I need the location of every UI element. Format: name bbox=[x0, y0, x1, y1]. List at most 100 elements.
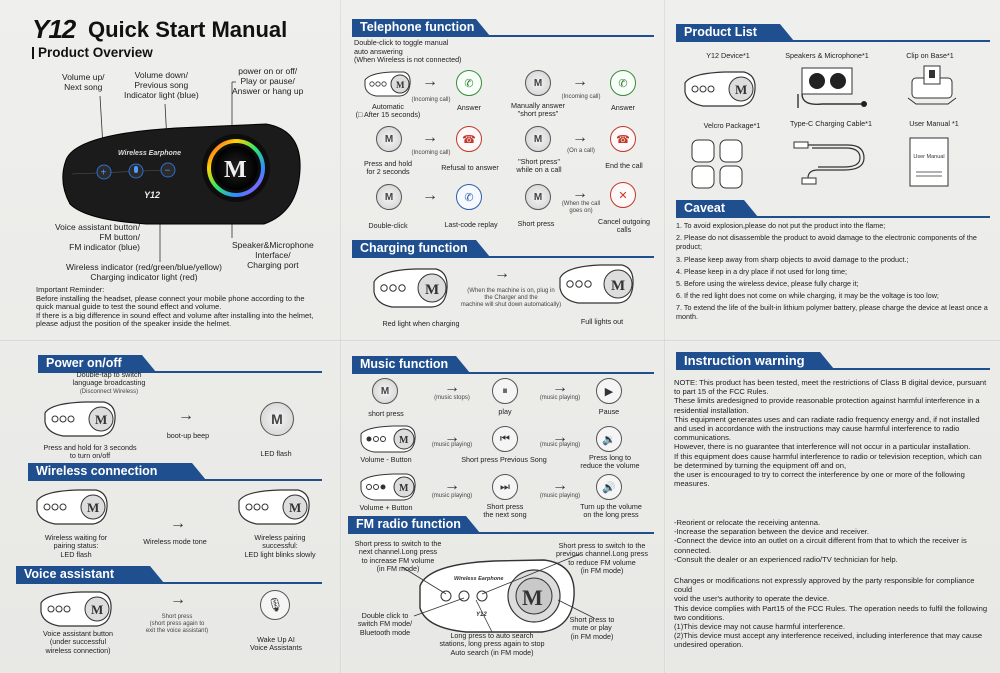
charging-heading: Charging function bbox=[352, 240, 490, 257]
product-list-heading-line bbox=[676, 40, 990, 42]
music-row1-result: play bbox=[498, 407, 512, 416]
pause-icon: ▶ bbox=[596, 378, 622, 404]
fold-line-2 bbox=[664, 0, 666, 673]
fm-heading: FM radio function bbox=[348, 516, 480, 533]
tel-row1-action2: Manually answer "short press" bbox=[511, 101, 565, 119]
arrow-icon: → bbox=[572, 129, 588, 146]
power-panel: Power on/off Double-tap to switch langua… bbox=[0, 342, 340, 673]
voice-assistant-heading: Voice assistant bbox=[16, 566, 164, 583]
previous-track-icon: ⏮ bbox=[492, 426, 518, 452]
tel-row1-condition2: (Incoming call) bbox=[561, 94, 601, 100]
telephone-panel: Telephone function Double-click to toggl… bbox=[342, 0, 664, 340]
product-list-panel: Product List Y12 Device*1 Speakers & Mic… bbox=[666, 0, 1000, 340]
product-cable-image bbox=[793, 141, 865, 185]
label-volume-up: Volume up/ Next song bbox=[62, 72, 105, 92]
fold-line-1 bbox=[340, 0, 342, 673]
product-speakers-image bbox=[797, 67, 867, 108]
fm-heading-line bbox=[348, 532, 654, 534]
manual-title: Quick Start Manual bbox=[88, 17, 288, 42]
svg-text:+: + bbox=[101, 168, 107, 179]
tel-row2-action: Press and hold for 2 seconds bbox=[364, 159, 412, 177]
power-heading: Power on/off bbox=[38, 355, 156, 372]
product-item-manual: User Manual *1 bbox=[909, 119, 959, 128]
tel-row3-action: Double-click bbox=[368, 221, 408, 230]
play-pause-icon: ⏸ bbox=[492, 378, 518, 404]
manual-cover-text: User Manual bbox=[913, 154, 944, 160]
voice-assistant-heading-line bbox=[16, 582, 322, 584]
tel-row3-condition2: (When the call goes on) bbox=[561, 201, 601, 214]
svg-text:Y12: Y12 bbox=[144, 190, 160, 200]
arrow-icon: → bbox=[422, 73, 438, 90]
svg-text:M: M bbox=[399, 435, 409, 446]
power-button-icon: M bbox=[525, 70, 551, 96]
tel-row3-result: Last-code replay bbox=[444, 220, 498, 229]
product-item-device: Y12 Device*1 bbox=[706, 51, 750, 60]
arrow-icon: → bbox=[170, 515, 186, 532]
music-row3-result2: Turn up the volume on the long press bbox=[580, 502, 642, 520]
music-row1-result2: Pause bbox=[598, 407, 620, 416]
product-item-clip: Clip on Base*1 bbox=[906, 51, 954, 60]
music-row3-result: Short press the next song bbox=[483, 502, 527, 520]
svg-text:M: M bbox=[289, 500, 301, 515]
label-volume-down: Volume down/ Previous song Indicator lig… bbox=[124, 70, 199, 100]
power-button-icon: M bbox=[525, 126, 551, 152]
device-small-1: M bbox=[364, 71, 411, 97]
power-left-caption: Press and hold for 3 seconds to turn on/… bbox=[43, 443, 137, 461]
caveat-heading: Caveat bbox=[676, 200, 758, 217]
wireless-left-caption: Wireless waiting for pairing status: LED… bbox=[44, 533, 108, 559]
phone-redial-icon: ✆ bbox=[456, 184, 482, 210]
section-bar bbox=[32, 47, 34, 59]
product-list-heading: Product List bbox=[676, 24, 794, 41]
tel-row1-action: Automatic (□ After 15 seconds) bbox=[355, 102, 421, 120]
overview-panel: Y12 Quick Start Manual Product Overview … bbox=[0, 0, 340, 340]
fm-leader-lines bbox=[401, 553, 595, 633]
next-track-icon: ⏭ bbox=[492, 474, 518, 500]
svg-text:Y12: Y12 bbox=[476, 612, 487, 618]
fm-bottom-middle-note: Long press to auto search stations, long… bbox=[439, 631, 545, 657]
caveat-item-1: 1. To avoid explosion,please do not put … bbox=[676, 221, 886, 230]
caveat-item-3: 3. Please keep away from sharp objects t… bbox=[676, 255, 909, 264]
arrow-icon: → bbox=[444, 429, 460, 446]
music-heading-line bbox=[352, 372, 654, 374]
phone-cancel-icon: ✕ bbox=[610, 182, 636, 208]
arrow-icon: → bbox=[422, 187, 438, 204]
caveat-heading-line bbox=[676, 216, 990, 218]
arrow-icon: → bbox=[444, 477, 460, 494]
important-reminder: Important Reminder: Before installing th… bbox=[36, 285, 314, 329]
tel-row2-action2: "Short press" while on a call bbox=[516, 157, 562, 175]
power-mid-caption: boot-up beep bbox=[166, 431, 210, 440]
warning-heading: Instruction warning bbox=[676, 352, 834, 369]
phone-answer-icon: ✆ bbox=[610, 70, 636, 96]
svg-text:M: M bbox=[396, 80, 405, 90]
svg-text:M: M bbox=[224, 157, 247, 183]
music-row2-result2: Press long to reduce the volume bbox=[580, 453, 640, 471]
power-button-icon: M bbox=[525, 184, 551, 210]
product-manual-image: User Manual bbox=[909, 137, 949, 187]
telephone-heading: Telephone function bbox=[352, 19, 490, 36]
volume-down-icon: 🔉 bbox=[596, 426, 622, 452]
voice-right-caption: Wake Up AI Voice Assistants bbox=[250, 635, 302, 653]
product-clip-image bbox=[907, 65, 957, 105]
svg-text:M: M bbox=[91, 602, 103, 617]
arrow-icon: → bbox=[178, 407, 194, 424]
arrow-icon: → bbox=[552, 477, 568, 494]
label-voice-assistant: Voice assistant button/ FM button/ FM in… bbox=[54, 222, 140, 252]
label-wireless-indicator: Wireless indicator (red/green/blue/yello… bbox=[66, 262, 222, 282]
charging-heading-line bbox=[352, 256, 654, 258]
power-top-text: Double-tap to switch language broadcasti… bbox=[72, 370, 146, 388]
music-panel: Music function M → ⏸ → ▶ (music stops) (… bbox=[342, 342, 664, 673]
music-row2-action: Volume - Button bbox=[360, 455, 412, 464]
arrow-icon: → bbox=[572, 185, 588, 202]
fm-bottom-left-note: Double click to switch FM mode/ Bluetoot… bbox=[357, 611, 413, 637]
phone-reject-icon: ☎ bbox=[456, 126, 482, 152]
tel-row3-result2: Cancel outgoing calls bbox=[598, 217, 650, 235]
arrow-icon: → bbox=[444, 379, 460, 396]
fm-bottom-right-note: Short press to mute or play (in FM mode) bbox=[569, 615, 615, 641]
arrow-icon: → bbox=[552, 429, 568, 446]
voice-device-image: M bbox=[40, 591, 112, 627]
caveat-item-4: 4. Please keep in a dry place if not use… bbox=[676, 267, 848, 276]
svg-text:M: M bbox=[522, 585, 543, 610]
power-button-icon: M bbox=[376, 184, 402, 210]
power-heading-line bbox=[38, 371, 322, 373]
label-speaker-interface: Speaker&Microphone Interface/ Charging p… bbox=[232, 240, 314, 270]
